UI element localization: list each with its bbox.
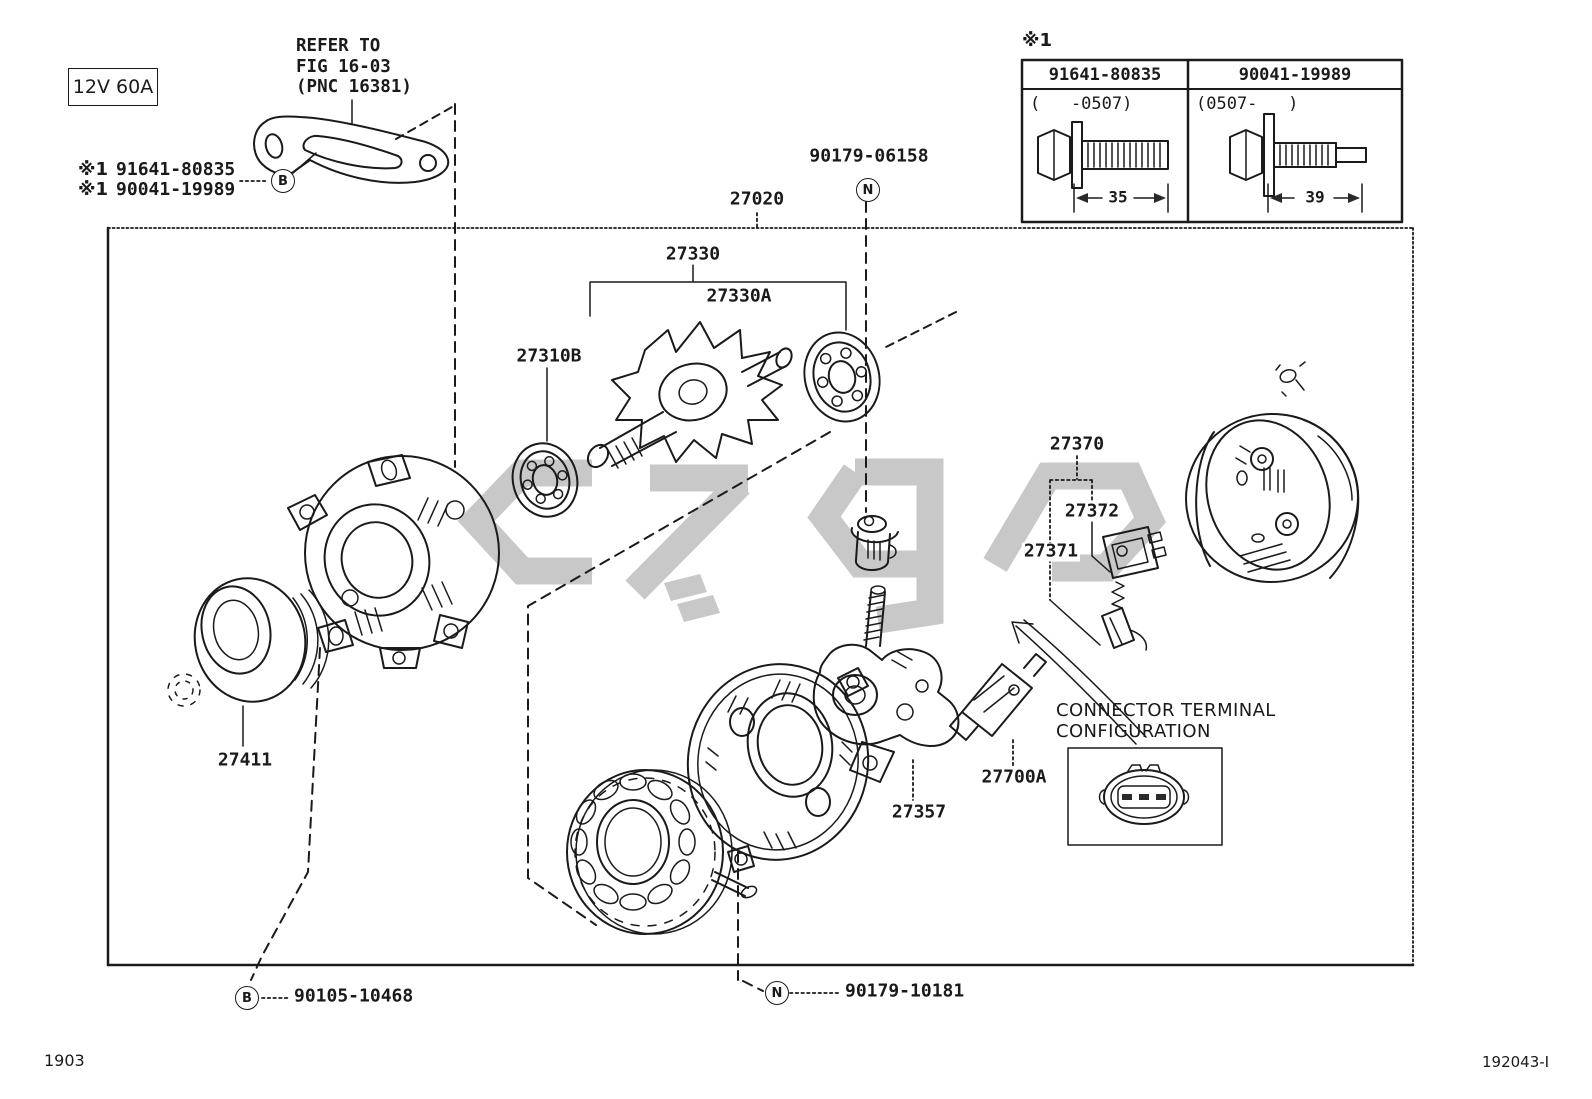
- bolt-length-col1: 35: [1108, 187, 1128, 207]
- refer-note-line1: REFER TO: [296, 36, 381, 56]
- stator-drawing: [566, 769, 758, 935]
- connector-note-line2: CONFIGURATION: [1056, 721, 1211, 742]
- screw-sketch: [1275, 361, 1306, 397]
- fastener-marker-n-top: N: [856, 178, 880, 202]
- part-label-rectifier-holder: 27357: [889, 801, 949, 823]
- rear-frame-drawing: [686, 663, 870, 873]
- bolt-drawing-39mm: [1229, 113, 1367, 213]
- watermark-logo: [457, 458, 1166, 634]
- part-number: 90041-19989: [116, 179, 236, 200]
- refer-note-line2: FIG 16-03: [296, 56, 391, 77]
- label-leader-lines: [239, 180, 1111, 999]
- rotor-nut-drawing: [850, 515, 899, 572]
- part-label-regulator-group: 27370: [1047, 433, 1107, 455]
- bracket-part-row-2: ※1 90041-19989: [78, 179, 235, 200]
- part-label-through-bolt: 90105-10468: [292, 985, 416, 1007]
- figure-code: 192043-I: [1482, 1053, 1550, 1071]
- table-header-col1: 91641-80835: [1048, 65, 1162, 85]
- voltage-rating-badge: 12V 60A: [68, 68, 158, 106]
- part-label-pulley: 27411: [215, 749, 275, 771]
- part-label-regulator-assembly: 27700A: [979, 766, 1049, 788]
- assembly-boundary-box: [106, 226, 1415, 967]
- exploded-view-dashed-lines: [250, 103, 957, 992]
- part-label-regulator: 27372: [1062, 500, 1122, 522]
- rectifier-holder-drawing: [812, 585, 960, 783]
- front-bearing-drawing: [511, 442, 579, 518]
- part-label-rotor: 27330: [663, 243, 723, 265]
- part-label-brush: 27371: [1021, 540, 1081, 562]
- regulator-brush-drawing: [1101, 526, 1167, 651]
- part-label-rotor-nut: 90179-06158: [807, 145, 931, 167]
- mounting-bracket-drawing: [253, 99, 450, 184]
- part-label-terminal-nut: 90179-10181: [843, 980, 967, 1002]
- bolt-drawing-35mm: [1037, 121, 1169, 213]
- part-number: 91641-80835: [116, 159, 236, 180]
- bolt-length-col2: 39: [1305, 187, 1325, 207]
- part-label-rotor-bearing: 27330A: [704, 285, 774, 307]
- note-mark: ※1: [78, 179, 109, 200]
- connector-terminal-drawing: [1067, 747, 1223, 846]
- table-date-range-col2: (0507- ): [1196, 94, 1299, 114]
- note-mark: ※1: [78, 159, 109, 180]
- table-date-range-col1: ( -0507): [1030, 94, 1133, 114]
- fastener-marker-b-top: B: [271, 169, 295, 193]
- regulator-assembly-drawing: [949, 653, 1047, 741]
- pointer-arrow: [1011, 619, 1147, 745]
- part-label-front-bearing: 27310B: [514, 345, 584, 367]
- variant-table-frame: [1020, 58, 1404, 224]
- connector-note-line1: CONNECTOR TERMINAL: [1056, 700, 1276, 721]
- part-label-assembly: 27020: [727, 188, 787, 210]
- rear-cover-drawing: [1185, 361, 1360, 584]
- bracket-part-row-1: ※1 91641-80835: [78, 159, 235, 180]
- table-header-col2: 90041-19989: [1238, 65, 1352, 85]
- table-note-mark: ※1: [1022, 30, 1053, 51]
- fastener-marker-n-bottom: N: [765, 981, 789, 1005]
- fastener-marker-b-bottom: B: [235, 986, 259, 1010]
- pulley-drawing: [167, 577, 330, 707]
- rotor-bearing-drawing: [803, 331, 881, 423]
- refer-note-line3: (PNC 16381): [296, 77, 412, 97]
- page-number: 1903: [44, 1051, 85, 1070]
- rotor-drawing: [586, 321, 793, 469]
- front-housing-drawing: [287, 454, 500, 669]
